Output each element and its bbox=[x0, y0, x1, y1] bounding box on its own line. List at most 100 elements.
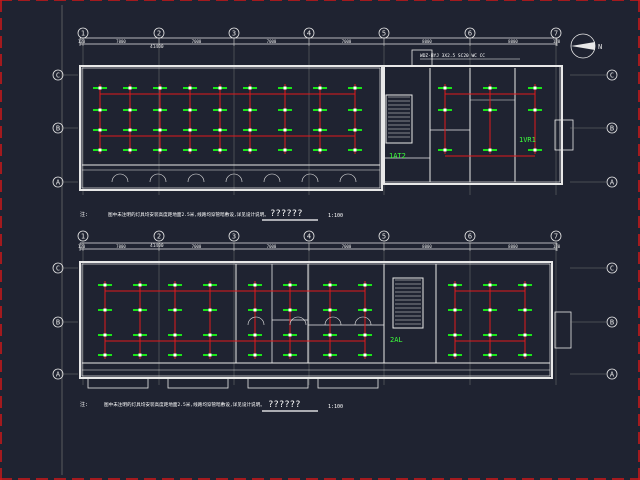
bottom-row-bubble bbox=[52, 262, 64, 274]
bottom-panel-label: 2AL bbox=[390, 336, 403, 344]
fixture-node bbox=[218, 86, 222, 90]
fixture-node bbox=[188, 86, 192, 90]
fixture-node bbox=[128, 148, 132, 152]
door-swing bbox=[111, 173, 129, 183]
top-axis-bubble bbox=[303, 27, 315, 39]
fixture-node bbox=[138, 333, 142, 337]
fixture-node bbox=[283, 108, 287, 112]
bottom-axis-label: 2 bbox=[157, 233, 161, 241]
bottom-row-bubble bbox=[606, 368, 618, 380]
fixture-node bbox=[363, 283, 367, 287]
fixture-node bbox=[103, 308, 107, 312]
top-row-label: B bbox=[610, 125, 614, 133]
door-swing bbox=[187, 173, 205, 183]
fixture-node bbox=[533, 148, 537, 152]
top-axis-label: 3 bbox=[232, 30, 236, 38]
bottom-row-label: B bbox=[610, 319, 614, 327]
plan-title-bottom: ?????? bbox=[268, 400, 301, 410]
top-axis-label: 2 bbox=[157, 30, 161, 38]
distribution-panel-label: 1VR1 bbox=[519, 136, 536, 144]
fixture-node bbox=[523, 333, 527, 337]
fixture-node bbox=[98, 86, 102, 90]
door-swing bbox=[149, 173, 167, 183]
fixture-node bbox=[453, 283, 457, 287]
fixture-node bbox=[103, 353, 107, 357]
stair-panel-label: 1AT2 bbox=[389, 152, 406, 160]
north-arrow: N bbox=[570, 33, 602, 59]
door-swing bbox=[263, 173, 281, 183]
fixture-node bbox=[188, 108, 192, 112]
fixture-node bbox=[288, 283, 292, 287]
total-dim-bottom: 41400 bbox=[150, 243, 164, 249]
note-prefix-bottom: 注: bbox=[80, 401, 88, 408]
fixture-node bbox=[328, 333, 332, 337]
total-dim-top: 41400 bbox=[150, 44, 164, 50]
fixture-node bbox=[248, 86, 252, 90]
fixture-node bbox=[523, 353, 527, 357]
top-axis-label: 1 bbox=[81, 30, 85, 38]
bottom-row-label: C bbox=[56, 265, 60, 273]
fixture-node bbox=[158, 128, 162, 132]
bottom-axis-label: 6 bbox=[468, 233, 472, 241]
fixture-node bbox=[488, 108, 492, 112]
door-swing bbox=[339, 173, 357, 183]
fixture-node bbox=[158, 148, 162, 152]
fixture-node bbox=[453, 333, 457, 337]
fixture-node bbox=[288, 308, 292, 312]
bottom-row-bubble bbox=[52, 368, 64, 380]
fixture-node bbox=[253, 353, 257, 357]
fixture-node bbox=[158, 86, 162, 90]
fixture-node bbox=[253, 283, 257, 287]
fixture-node bbox=[443, 148, 447, 152]
top-row-label: C bbox=[610, 72, 614, 80]
bottom-dimension-label: 8000 bbox=[508, 244, 518, 249]
fixture-node bbox=[353, 148, 357, 152]
door-swing bbox=[247, 316, 265, 326]
top-axis-bubble bbox=[228, 27, 240, 39]
fixture-node bbox=[363, 333, 367, 337]
bottom-axis-label: 4 bbox=[307, 233, 311, 241]
fixture-node bbox=[173, 333, 177, 337]
top-dimension-label: 7000 bbox=[116, 39, 126, 44]
top-axis-bubble bbox=[550, 27, 562, 39]
top-row-bubble bbox=[52, 122, 64, 134]
fixture-node bbox=[353, 108, 357, 112]
fixture-node bbox=[318, 86, 322, 90]
note-text-bottom: 图中未注明的灯具均安装高度距地面2.5米,线路均穿管暗敷设,详见设计说明。 bbox=[104, 401, 265, 408]
fixture-node bbox=[523, 283, 527, 287]
top-dimension-label: 8000 bbox=[508, 39, 518, 44]
fixture-node bbox=[488, 353, 492, 357]
bottom-dimension-label: 120 bbox=[78, 244, 86, 249]
top-dimension-label: 7000 bbox=[342, 39, 352, 44]
fixture-node bbox=[253, 333, 257, 337]
fixture-node bbox=[128, 108, 132, 112]
bottom-dimension-label: 7000 bbox=[342, 244, 352, 249]
fixture-node bbox=[208, 308, 212, 312]
fixture-node bbox=[138, 283, 142, 287]
bottom-row-bubble bbox=[52, 316, 64, 328]
fixture-node bbox=[453, 308, 457, 312]
top-dimension-label: 120 bbox=[78, 39, 86, 44]
fixture-node bbox=[353, 128, 357, 132]
cable-annotation-top: WDZ-BYJ 3X2.5 SC20 WC CC bbox=[420, 53, 485, 59]
north-label: N bbox=[598, 43, 602, 51]
note-prefix-top: 注: bbox=[80, 211, 88, 218]
bottom-row-label: A bbox=[56, 371, 61, 379]
door-swing bbox=[301, 173, 319, 183]
door-swing bbox=[225, 173, 243, 183]
bottom-dimension-label: 7000 bbox=[116, 244, 126, 249]
fixture-node bbox=[328, 353, 332, 357]
top-axis-label: 6 bbox=[468, 30, 472, 38]
fixture-node bbox=[208, 333, 212, 337]
fixture-node bbox=[98, 148, 102, 152]
fixture-node bbox=[188, 128, 192, 132]
fixture-node bbox=[533, 86, 537, 90]
bottom-row-bubble bbox=[606, 262, 618, 274]
bottom-dimension-label: 7000 bbox=[192, 244, 202, 249]
top-axis-label: 7 bbox=[554, 30, 558, 38]
fixture-node bbox=[253, 308, 257, 312]
fixture-node bbox=[158, 108, 162, 112]
fixture-node bbox=[283, 148, 287, 152]
top-row-bubble bbox=[52, 176, 64, 188]
fixture-node bbox=[318, 108, 322, 112]
